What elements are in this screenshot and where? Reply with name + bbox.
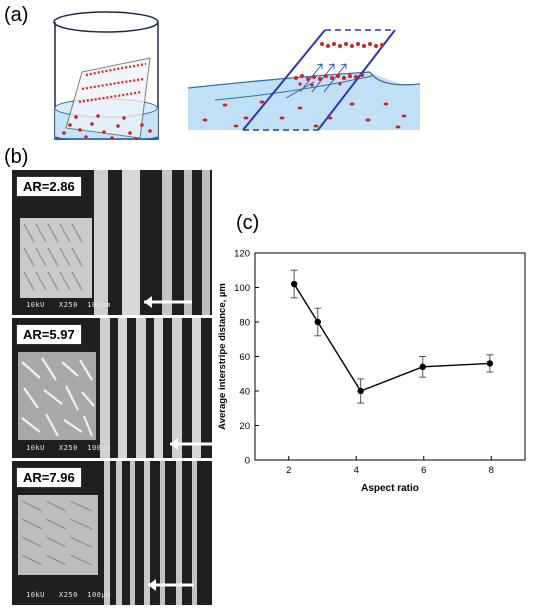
data-point — [314, 318, 321, 326]
y-tick-label: 40 — [239, 387, 250, 398]
panel-label-a: (a) — [4, 4, 29, 26]
deposited-stripes — [294, 42, 384, 87]
data-point — [419, 363, 426, 371]
x-tick-label: 6 — [421, 465, 426, 476]
x-tick-label: 8 — [489, 465, 494, 476]
y-tick-label: 120 — [234, 249, 250, 260]
panel-label-b: (b) — [4, 146, 29, 168]
beaker-particles — [62, 114, 152, 140]
aspect-ratio-label: AR=5.97 — [16, 324, 82, 345]
data-point — [486, 360, 494, 367]
suspended-particles — [202, 100, 407, 129]
series-line — [293, 283, 490, 392]
sem-image-stack: AR=2.86 10kU X250 100µm AR=5.97 10kU X25… — [12, 170, 212, 605]
sem-info-bar: 10kU X250 100µm — [26, 301, 111, 309]
sem-panel-ar-5-97: AR=5.97 10kU X250 100µm — [12, 318, 212, 458]
sem-panel-ar-2-86: AR=2.86 10kU X250 100µm — [12, 170, 212, 315]
y-tick-label: 60 — [239, 352, 250, 363]
x-tick-label: 4 — [354, 465, 359, 476]
y-axis-label: Average interstripe distance, µm — [217, 283, 228, 430]
panel-label-c: (c) — [236, 212, 260, 234]
schematic-deposition — [53, 11, 421, 140]
x-tick-label: 2 — [286, 465, 291, 476]
sem-info-bar: 10kU X250 100µm — [26, 591, 111, 599]
y-tick-label: 100 — [234, 283, 250, 294]
sem-panel-ar-7-96: AR=7.96 10kU X250 100µm — [12, 461, 212, 605]
interstripe-distance-chart: 0 20 40 60 80 100 120 2 4 6 8 Aspect ratio Average… — [217, 249, 526, 494]
meniscus-illustration — [187, 29, 421, 131]
x-axis-label: Aspect ratio — [361, 483, 419, 494]
y-tick-label: 0 — [245, 456, 250, 467]
sem-stripes-image — [12, 461, 212, 605]
y-tick-label: 80 — [239, 318, 250, 329]
aspect-ratio-label: AR=7.96 — [16, 467, 82, 488]
data-point — [357, 387, 364, 395]
sem-info-bar: 10kU X250 100µm — [26, 444, 111, 452]
aspect-ratio-label: AR=2.86 — [16, 176, 82, 197]
data-point — [290, 280, 298, 288]
y-tick-label: 20 — [239, 421, 250, 432]
beaker-illustration — [53, 11, 159, 140]
sem-stripes-image — [12, 170, 212, 315]
